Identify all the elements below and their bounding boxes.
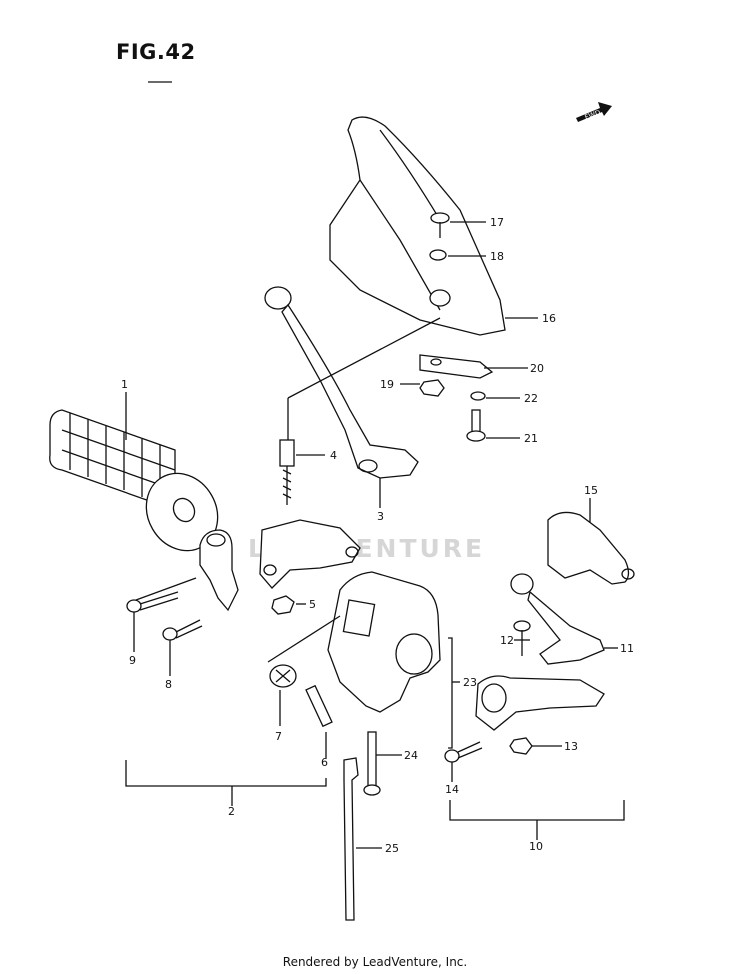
callout-20: 20 <box>530 362 544 375</box>
callout-2: 2 <box>228 805 235 818</box>
callout-18: 18 <box>490 250 504 263</box>
screw-14-part <box>444 741 483 763</box>
nut-13-part <box>509 737 533 755</box>
footer-credit: Rendered by LeadVenture, Inc. <box>282 955 468 969</box>
callout-23: 23 <box>463 676 477 689</box>
callout-21: 21 <box>524 432 538 445</box>
callout-9: 9 <box>129 654 136 667</box>
nut-19-part <box>419 379 445 397</box>
callout-25: 25 <box>385 842 399 855</box>
pivot-bolt-part <box>279 439 295 505</box>
nut-5-part <box>271 595 295 615</box>
callout-22: 22 <box>524 392 538 405</box>
callout-13: 13 <box>564 740 578 753</box>
callout-19: 19 <box>380 378 394 391</box>
screw-24-part <box>363 731 381 796</box>
hand-guard-part <box>329 116 506 336</box>
fwd-label: FWD <box>584 109 602 122</box>
callout-6: 6 <box>321 756 328 769</box>
washer-18-part <box>429 249 447 261</box>
clamp-10-part <box>475 675 605 731</box>
switch-housing-part <box>327 571 441 713</box>
lever-part <box>264 286 419 479</box>
figure-title: FIG.42 <box>116 40 196 64</box>
screw-8-part <box>162 619 203 641</box>
callout-3: 3 <box>377 510 384 523</box>
callout-14: 14 <box>445 783 459 796</box>
callout-4: 4 <box>330 449 337 462</box>
lever-bracket-part <box>259 519 361 589</box>
bolt-12-part <box>513 620 531 656</box>
callout-11: 11 <box>620 642 634 655</box>
knob-7-part <box>269 664 297 688</box>
callout-12: 12 <box>500 634 514 647</box>
callout-1: 1 <box>121 378 128 391</box>
bolt-21-part <box>466 409 486 442</box>
callout-5: 5 <box>309 598 316 611</box>
callout-17: 17 <box>490 216 504 229</box>
screw-17-part <box>430 212 450 238</box>
callout-15: 15 <box>584 484 598 497</box>
switch-cover-part <box>547 511 635 585</box>
lever-11-part <box>510 573 605 665</box>
grip-part <box>49 409 219 552</box>
leader-lines <box>125 221 625 849</box>
callout-7: 7 <box>275 730 282 743</box>
callout-24: 24 <box>404 749 418 762</box>
clamp-bracket-part <box>199 529 239 612</box>
screw-6-part <box>305 684 333 728</box>
washer-22-part <box>470 391 486 401</box>
callout-16: 16 <box>542 312 556 325</box>
forward-arrow-icon: FWD <box>576 102 612 122</box>
cable-tie-part <box>343 757 359 921</box>
bracket-20-part <box>419 354 494 379</box>
callout-8: 8 <box>165 678 172 691</box>
screw-9-part <box>126 591 179 613</box>
callout-10: 10 <box>529 840 543 853</box>
